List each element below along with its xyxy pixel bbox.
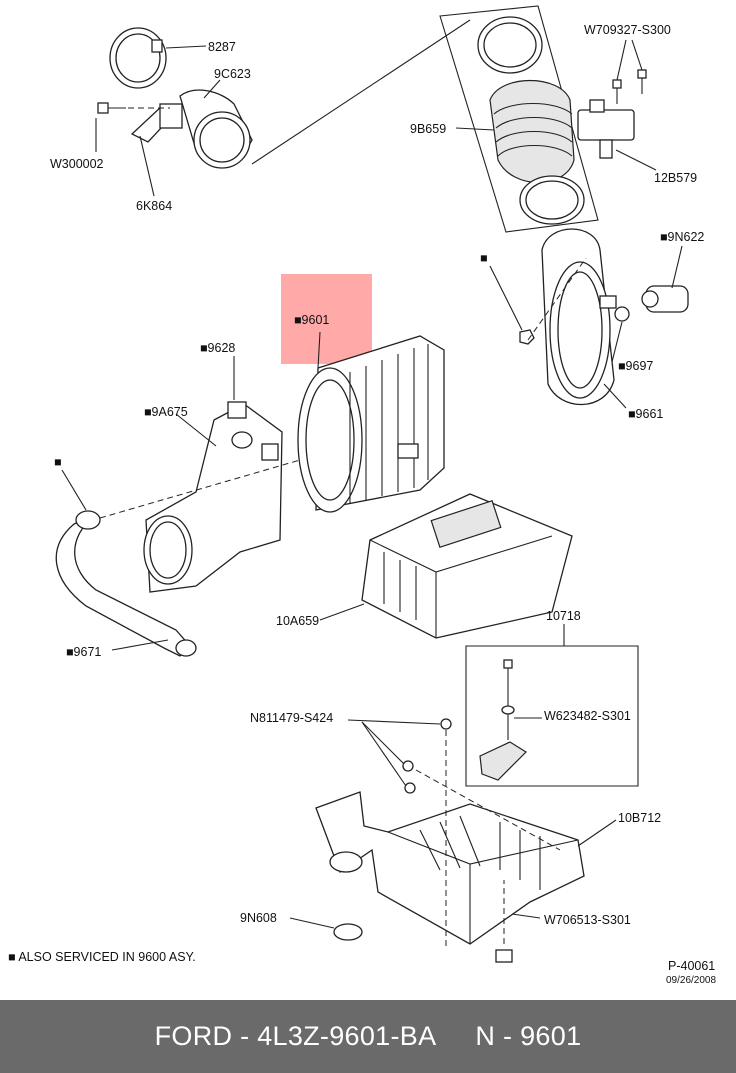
- callout-9N622: ■9N622: [660, 230, 704, 244]
- callout-10718: 10718: [546, 609, 581, 623]
- callout-W706513-S301: W706513-S301: [544, 913, 631, 927]
- callout-W300002: W300002: [50, 157, 104, 171]
- banner-spacer: [436, 1021, 475, 1052]
- figure-id: P-40061: [668, 959, 715, 973]
- clamp-8287: [109, 27, 167, 89]
- nut-left: [519, 329, 535, 345]
- duct-9A675: [143, 401, 283, 593]
- callout-9A675: ■9A675: [144, 405, 188, 419]
- sensor-12B579: [577, 99, 635, 159]
- figure-date: 09/26/2008: [666, 975, 716, 986]
- callout-12B579: 12B579: [654, 171, 697, 185]
- clip-W706513: [495, 949, 513, 963]
- callout-W623482-S301: W623482-S301: [544, 709, 631, 723]
- cover-9661: [541, 228, 617, 406]
- kit-box-10718: [465, 645, 639, 787]
- banner-brand-part: FORD - 4L3Z-9601-BA: [154, 1021, 437, 1051]
- grommet-9697: [614, 306, 630, 322]
- callout-9671: ■9671: [66, 645, 101, 659]
- leader-lines: [61, 39, 683, 929]
- exploded-parts-diagram: 8287 9C623 W300002 6K864 9B659 W709327-S…: [8, 5, 716, 986]
- callout-square-right: ■: [480, 251, 488, 265]
- callout-N811479-S424: N811479-S424: [250, 711, 333, 725]
- highlight-box-9601: [281, 274, 372, 364]
- hose-9671: [55, 510, 197, 657]
- callout-8287: 8287: [208, 40, 236, 54]
- part-number-banner: FORD - 4L3Z-9601-BA N - 9601: [0, 1000, 736, 1073]
- coupler-9C623: [179, 89, 253, 169]
- callout-9661: ■9661: [628, 407, 663, 421]
- callout-W709327-S300: W709327-S300: [584, 23, 671, 37]
- valve-9N622: [641, 285, 689, 313]
- tube-9B659: [477, 16, 585, 225]
- callout-10A659: 10A659: [276, 614, 319, 628]
- tray-10A659: [361, 493, 573, 639]
- grommet-9N608: [333, 923, 363, 941]
- callout-9B659: 9B659: [410, 122, 446, 136]
- callout-square-left: ■: [54, 455, 62, 469]
- callout-9N608: 9N608: [240, 911, 277, 925]
- callout-9628: ■9628: [200, 341, 235, 355]
- bolts-N811479: [402, 718, 452, 794]
- service-note: ■ ALSO SERVICED IN 9600 ASY.: [8, 950, 196, 964]
- banner-part-name: N - 9601: [475, 1021, 582, 1051]
- bracket-6K864: [130, 103, 183, 143]
- tube-frame-9B659: [439, 5, 599, 233]
- callout-10B712: 10B712: [618, 811, 661, 825]
- filter-9601: [297, 335, 445, 513]
- housing-10B712: [315, 791, 585, 945]
- callout-9601: ■9601: [294, 313, 329, 327]
- callout-6K864: 6K864: [136, 199, 172, 213]
- callout-9C623: 9C623: [214, 67, 251, 81]
- callout-9697: ■9697: [618, 359, 653, 373]
